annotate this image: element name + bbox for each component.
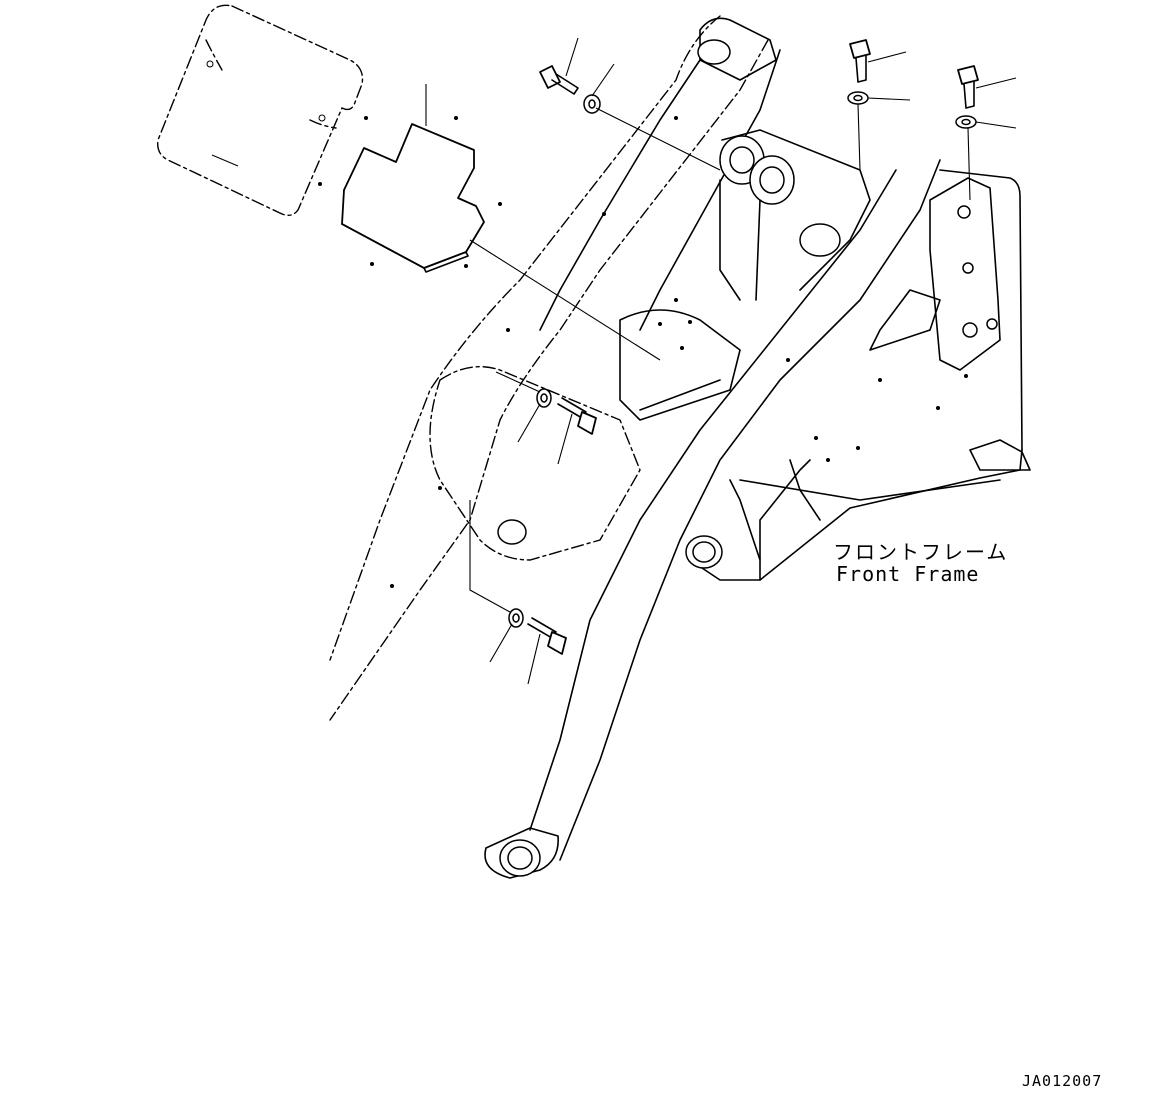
phantom-cover-plate: [157, 4, 364, 217]
bolt-icon: [849, 39, 907, 83]
drawing-code: JA012007: [1022, 1072, 1103, 1090]
mat-panel: [341, 123, 485, 273]
frame-marks: [318, 116, 968, 588]
bolt-icon: [539, 37, 579, 95]
bolt-icon: [527, 617, 567, 685]
washer-icon: [955, 115, 1017, 201]
bolt-icon: [557, 397, 597, 465]
washer-icon: [583, 63, 721, 171]
hardware: [425, 37, 1017, 685]
washer-icon: [847, 91, 911, 171]
front-frame-body: [329, 15, 1031, 879]
bolt-icon: [957, 65, 1017, 109]
washer-icon: [469, 500, 524, 663]
part-name-japanese: フロントフレーム: [833, 540, 1009, 564]
part-name-english: Front Frame: [836, 562, 980, 586]
washer-icon: [495, 371, 552, 443]
